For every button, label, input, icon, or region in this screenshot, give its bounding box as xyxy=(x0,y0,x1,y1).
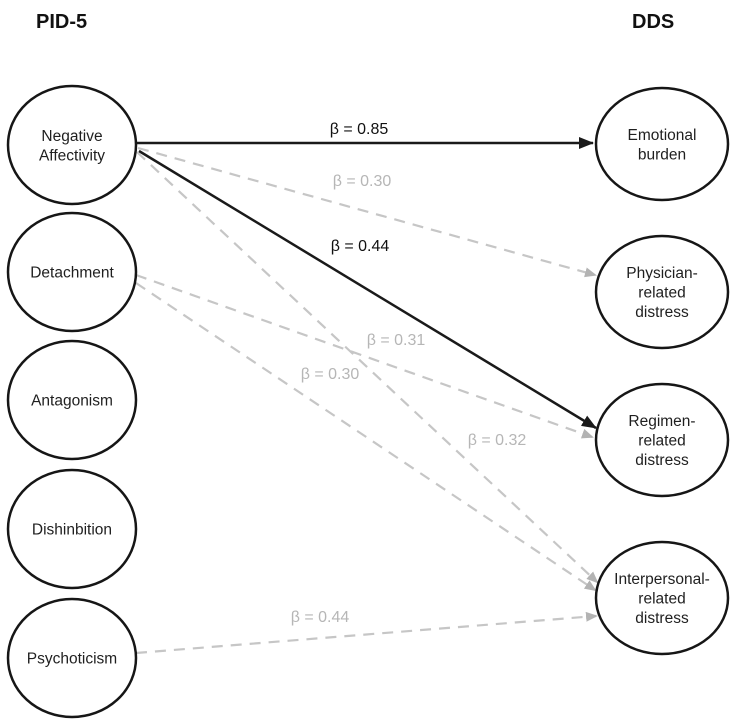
edge-psychoticism--interpersonal-related-distress xyxy=(135,611,598,655)
node-circle-psychoticism xyxy=(6,597,138,719)
edge-negative-affectivity--physician-related-distress xyxy=(137,146,597,278)
node-circle-emotional-burden xyxy=(594,86,730,202)
node-circle-regimen-related-distress xyxy=(594,382,730,498)
node-circle-dishinbition xyxy=(6,468,138,590)
edge-beta-label-negative-affectivity--physician-related-distress: β = 0.30 xyxy=(333,173,392,190)
edge-detachment--regimen-related-distress xyxy=(135,273,594,439)
node-label-dishinbition: Dishinbition xyxy=(32,522,112,539)
edge-beta-label-psychoticism--interpersonal-related-distress: β = 0.44 xyxy=(291,609,350,626)
node-label-antagonism: Antagonism xyxy=(31,393,113,410)
edge-negative-affectivity--regimen-related-distress xyxy=(138,149,597,430)
node-circle-detachment xyxy=(6,211,138,333)
edge-beta-label-detachment--interpersonal-related-distress: β = 0.30 xyxy=(301,366,360,383)
right-column-title: DDS xyxy=(632,11,675,33)
left-column-title: PID-5 xyxy=(36,11,88,33)
node-label-detachment: Detachment xyxy=(30,265,114,282)
edge-beta-label-negative-affectivity--interpersonal-related-distress: β = 0.32 xyxy=(468,432,527,449)
edge-detachment--interpersonal-related-distress xyxy=(135,282,597,592)
node-label-psychoticism: Psychoticism xyxy=(27,651,117,668)
edge-negative-affectivity--interpersonal-related-distress xyxy=(136,151,599,584)
node-circle-physician-related-distress xyxy=(594,234,730,350)
node-circle-negative-affectivity xyxy=(6,84,138,206)
node-circle-interpersonal-related-distress xyxy=(594,540,730,656)
edge-beta-label-detachment--regimen-related-distress: β = 0.31 xyxy=(367,332,426,349)
node-circle-antagonism xyxy=(6,339,138,461)
edge-beta-label-negative-affectivity--regimen-related-distress: β = 0.44 xyxy=(331,238,390,255)
edge-beta-label-negative-affectivity--emotional-burden: β = 0.85 xyxy=(330,121,389,138)
